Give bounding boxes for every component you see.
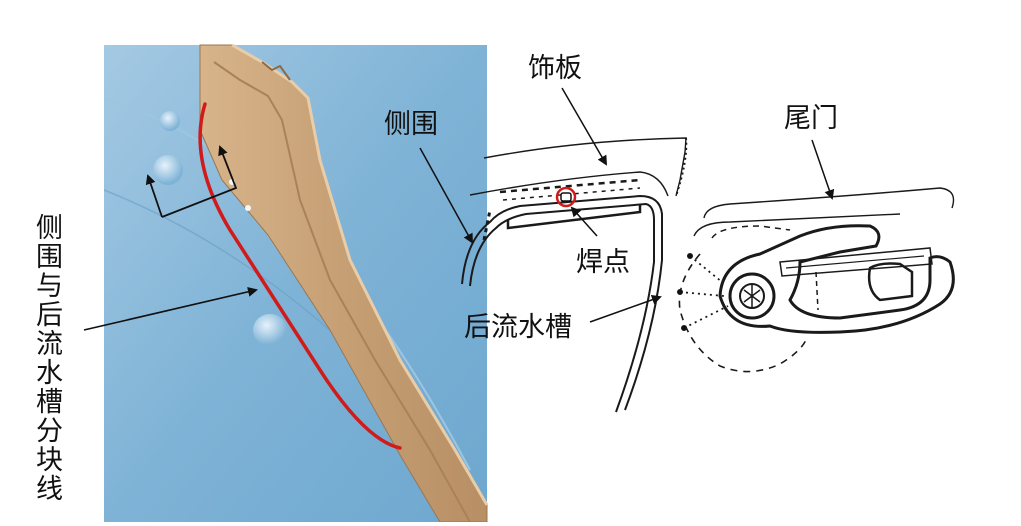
leader-side-panel — [419, 147, 473, 244]
fastener-hole — [245, 205, 251, 211]
leader-trim-panel — [561, 87, 608, 166]
seal-bulb — [728, 272, 776, 320]
direction-arrow — [145, 174, 163, 218]
trim-panel-lower — [469, 171, 669, 197]
tailgate-dashed-outline — [711, 225, 791, 239]
fan-dot — [677, 289, 683, 295]
pillar-inner-flange — [213, 61, 471, 523]
seal-body — [718, 224, 955, 334]
fastener-bump — [160, 111, 180, 131]
seal-slot — [867, 262, 914, 302]
label-weld-point: 焊点 — [576, 247, 630, 278]
render-panel — [83, 43, 489, 523]
tailgate-sketch — [677, 187, 955, 373]
trim-panel-dotted — [675, 137, 688, 197]
pillar-edge-highlight — [231, 43, 489, 506]
retainer-dashed — [815, 271, 819, 311]
side-panel-line-inner — [469, 202, 655, 413]
gutter-flange — [506, 204, 642, 230]
label-trim-panel: 饰板 — [528, 53, 582, 84]
trim-panel-outline — [483, 137, 687, 197]
fan-dot — [687, 253, 693, 259]
side-dashes — [482, 209, 492, 241]
leader-weld-point — [570, 206, 598, 237]
split-line-red — [198, 102, 402, 450]
pillar-bracket — [261, 61, 291, 81]
label-side-panel: 侧围 — [384, 109, 438, 140]
tailgate-outer-2 — [693, 213, 901, 237]
leader-rear-gutter — [589, 294, 662, 323]
weld-row-dashed — [499, 178, 641, 194]
fastener-bump — [253, 314, 287, 346]
tailgate-outer — [703, 187, 955, 219]
retainer-rail — [779, 247, 933, 277]
seal-bulb-star — [743, 284, 761, 308]
swing-arc — [678, 253, 807, 373]
leader-split-line — [83, 286, 258, 331]
weld-point-mark — [560, 192, 572, 202]
fan-rays — [679, 255, 729, 329]
label-rear-gutter: 后流水槽 — [464, 312, 572, 343]
weld-point-circle — [555, 186, 577, 208]
direction-arrow — [161, 145, 238, 218]
label-split-line-vertical: 侧围与后流水槽分块线 — [31, 213, 62, 503]
retainer-rail-2 — [785, 255, 925, 269]
leader-tailgate — [811, 139, 835, 200]
fan-dot — [681, 325, 687, 331]
fastener-bump — [153, 155, 183, 185]
section-sketch — [461, 137, 688, 413]
label-tailgate: 尾门 — [784, 103, 838, 134]
side-panel-line — [461, 194, 663, 411]
